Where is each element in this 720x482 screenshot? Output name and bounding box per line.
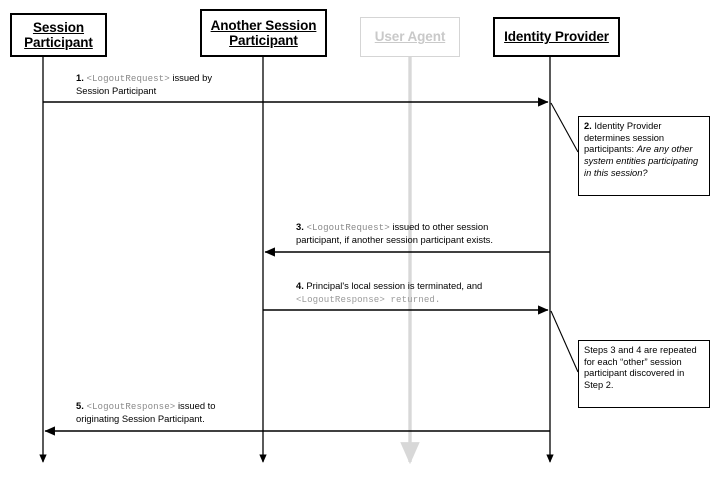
message-label-1: 1. <LogoutRequest> issued by Session Par… [76, 72, 291, 98]
note-text-2: Identity Provider determines session par… [584, 121, 665, 155]
message-mono-4: <LogoutResponse> returned. [296, 293, 441, 305]
lifeline-label-user-agent: User Agent [374, 29, 446, 45]
message-text-5: issued to [175, 400, 216, 411]
lifeline-head-another-session-participant[interactable]: Another Session Participant [200, 9, 327, 57]
lifeline-label-session-participant-line1: Session [32, 19, 85, 35]
lifeline-head-session-participant[interactable]: Session Participant [10, 13, 107, 57]
message-text-4: Principal's local session is terminated,… [303, 280, 483, 291]
lifeline-head-user-agent[interactable]: User Agent [360, 17, 460, 57]
message-mono-1: <LogoutRequest> [86, 73, 170, 84]
message-label-3: 3. <LogoutRequest> issued to other sessi… [296, 221, 544, 247]
note-box-repeat: Steps 3 and 4 are repeated for each “oth… [578, 340, 710, 408]
note-box-2: 2. Identity Provider determines session … [578, 116, 710, 196]
message-number-3: 3. [296, 221, 304, 232]
message-label-4: 4. Principal's local session is terminat… [296, 280, 546, 306]
note-connector-2 [550, 102, 579, 153]
message-mono-5: <LogoutResponse> [86, 401, 176, 412]
message-number-5: 5. [76, 400, 84, 411]
message-text-1: issued by [169, 72, 213, 83]
note-connector-repeat [550, 310, 579, 373]
message-text-5-line2: originating Session Participant. [76, 413, 205, 425]
note-text-2-italic: Are any other system entities participat… [584, 144, 699, 178]
message-text-3: issued to other session [389, 221, 489, 232]
note-number-2: 2. [584, 121, 592, 131]
lifeline-label-another-session-participant-line1: Another Session [210, 17, 317, 33]
note-text-repeat: Steps 3 and 4 are repeated for each “oth… [584, 345, 697, 391]
message-number-4: 4. [296, 280, 304, 291]
message-mono-3: <LogoutRequest> [306, 222, 390, 233]
lifeline-label-another-session-participant-line2: Participant [229, 33, 298, 48]
message-number-1: 1. [76, 72, 84, 83]
lifeline-label-identity-provider: Identity Provider [504, 29, 609, 45]
message-text-1-line2: Session Participant [76, 85, 157, 97]
lifeline-label-session-participant-line2: Participant [24, 35, 93, 50]
lifeline-head-identity-provider[interactable]: Identity Provider [493, 17, 620, 57]
message-label-5: 5. <LogoutResponse> issued to originatin… [76, 400, 296, 426]
message-text-3-line2: participant, if another session particip… [296, 234, 493, 246]
